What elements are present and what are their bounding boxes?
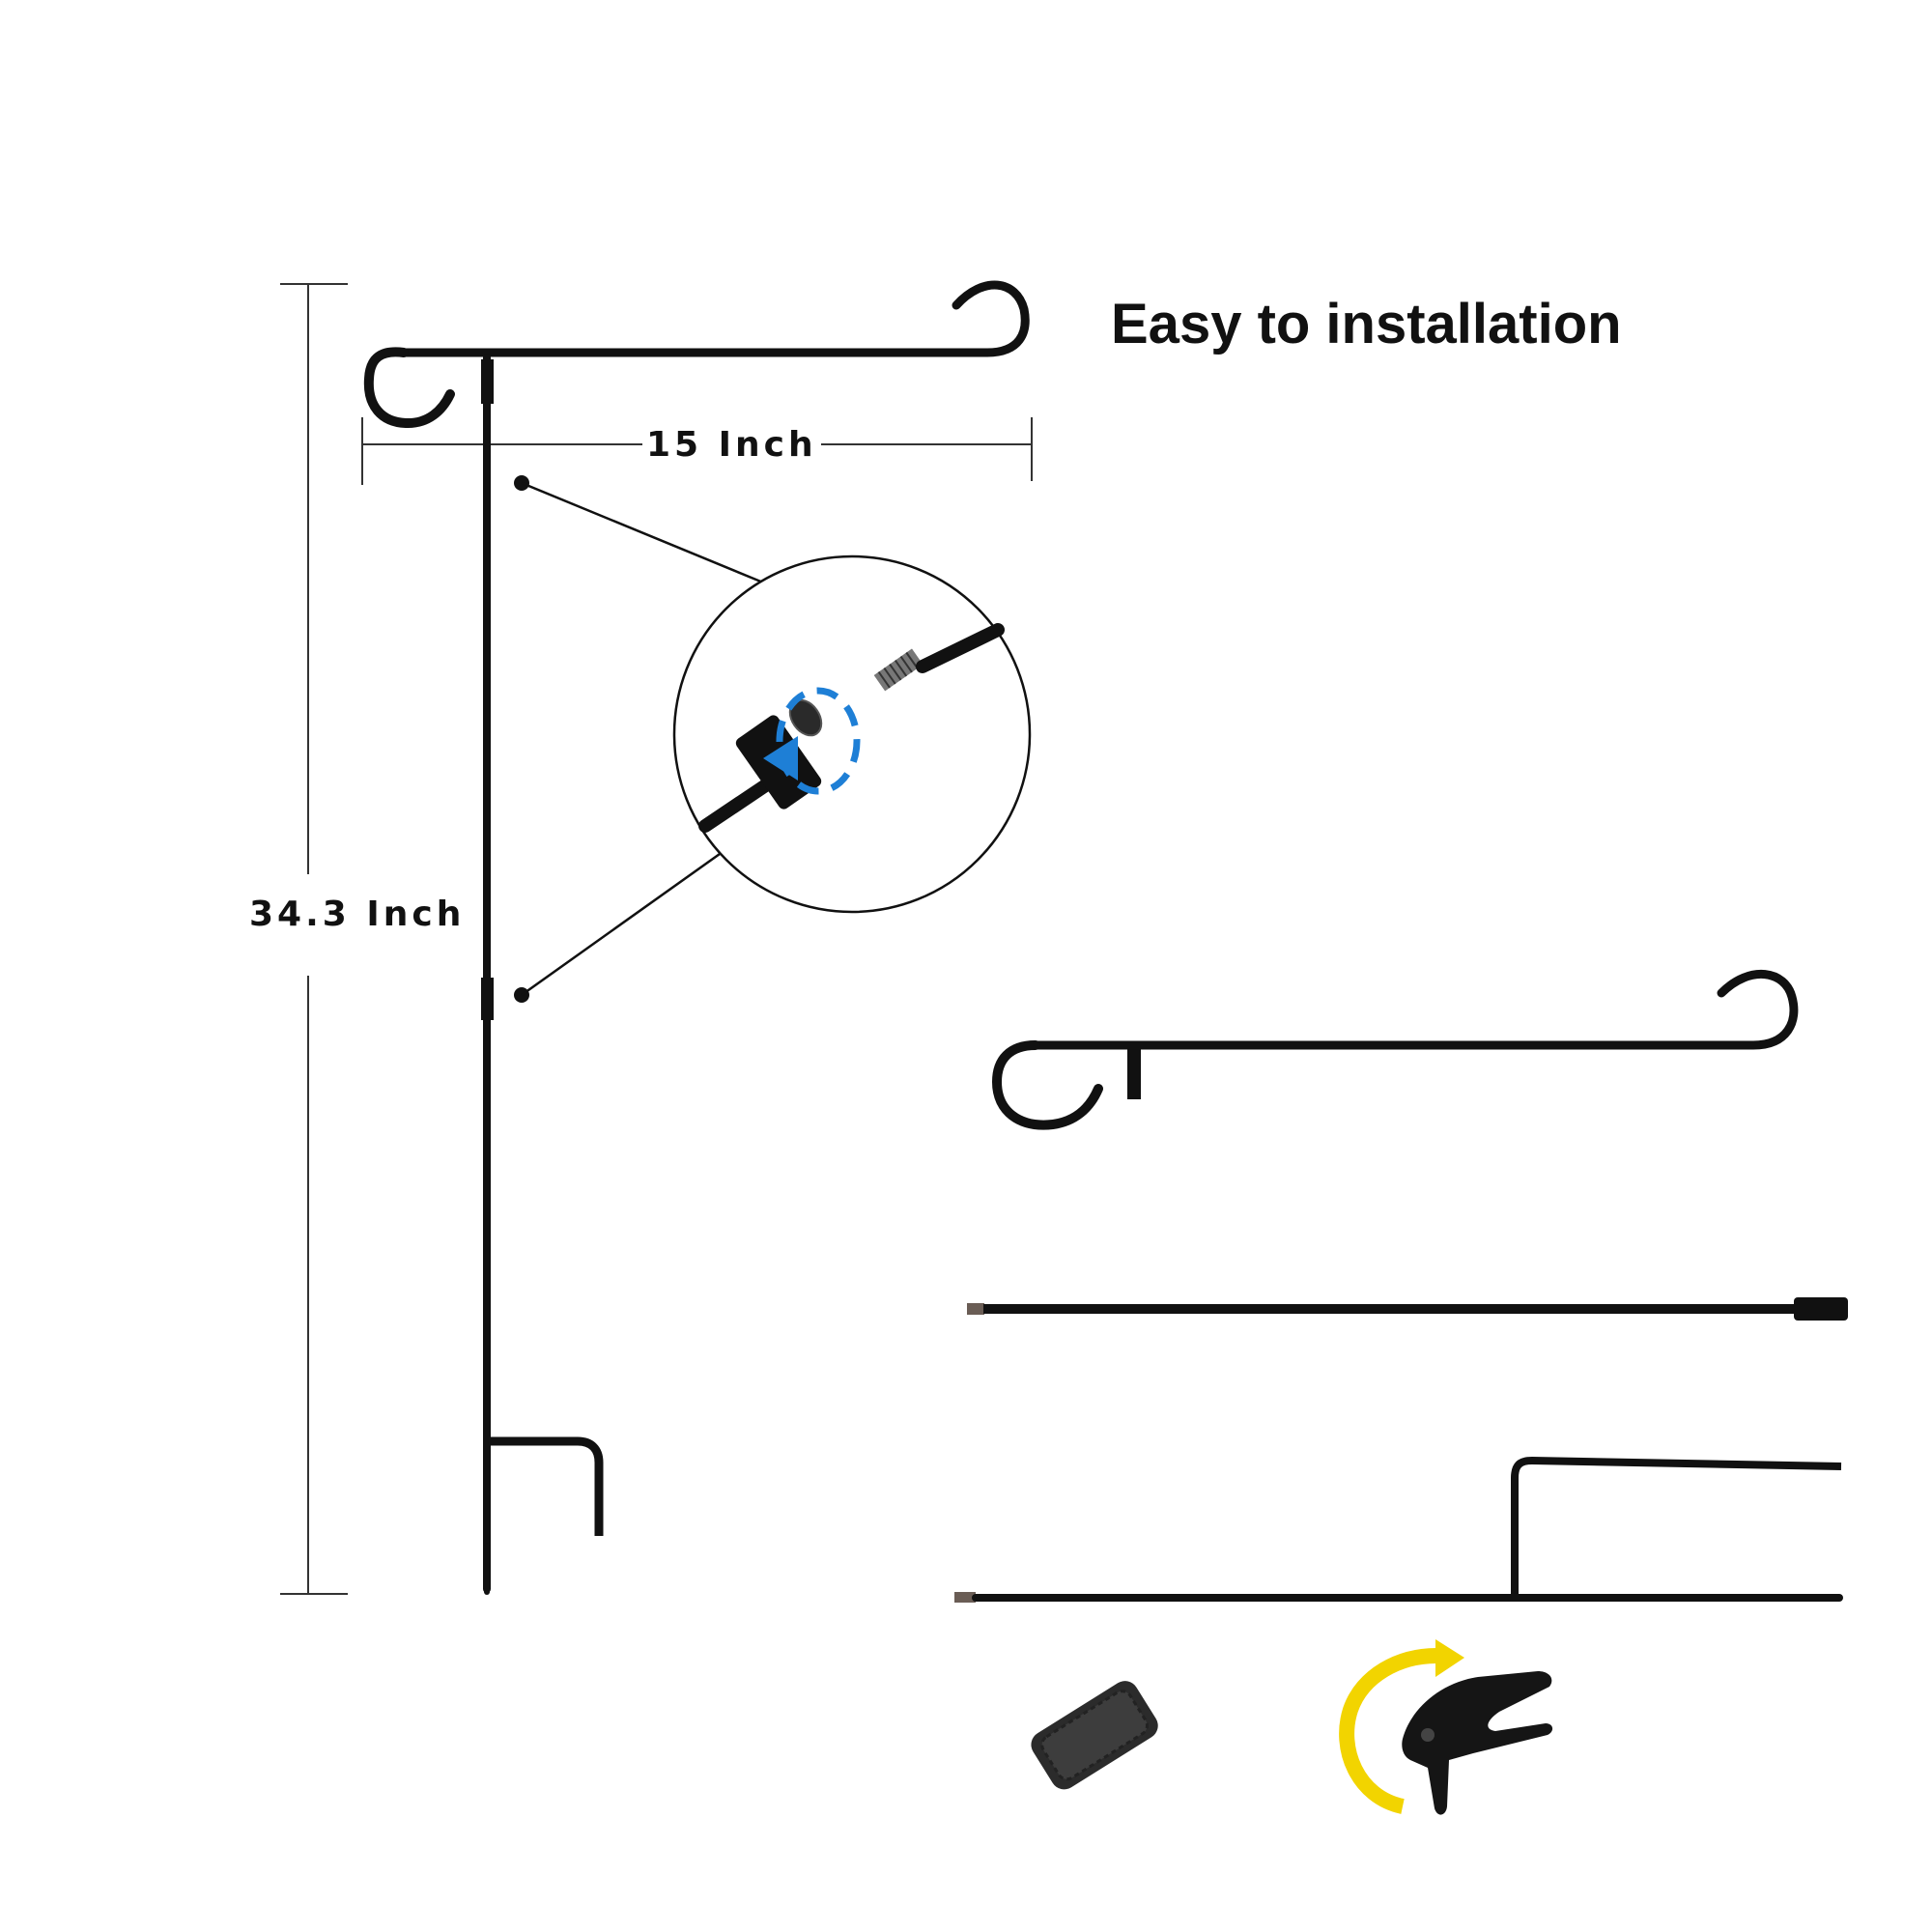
part-bottom-stake-thread [954,1592,976,1603]
wind-clip-pivot [1421,1728,1435,1742]
assembled-stake-step [491,1436,604,1536]
height-dimension-label: 34.3 Inch [249,895,466,934]
rubber-stopper-texture [1040,1690,1149,1781]
width-dimension-label: 15 Inch [642,425,821,465]
rubber-stopper [1031,1681,1158,1790]
rotation-indicator [776,687,861,795]
wind-clip-body [1402,1671,1553,1815]
assembled-left-hook [363,347,455,428]
part-top-arm-bar [1031,969,1799,1050]
part-top-arm-stub [1127,1049,1141,1099]
rotation-arrow-icon [763,736,798,781]
part-bottom-stake [954,1456,1843,1603]
zoom-callout [514,475,1032,1003]
twist-arrow-icon [1339,1647,1440,1814]
callout-line-bottom [521,852,721,997]
callout-line-top [521,481,764,584]
assembled-stand [363,280,1030,1595]
part-top-arm [991,969,1799,1130]
part-top-arm-left-hook [991,1040,1103,1130]
part-middle-pole-thread [967,1303,984,1315]
assembled-top-arm [399,280,1030,357]
detail-upper-rod [916,623,1005,673]
height-dimension [280,283,348,1595]
part-bottom-stake-step [1511,1456,1842,1596]
page-headline: Easy to installation [1111,293,1622,355]
pole-top-connector [481,359,494,404]
zoom-circle [672,554,1032,914]
wind-clip [1339,1639,1553,1815]
threaded-end [873,648,923,692]
twist-arrow-head [1435,1639,1464,1677]
threaded-connector-detail [698,623,1005,833]
part-middle-pole [967,1297,1848,1321]
part-middle-pole-sleeve [1794,1297,1848,1321]
pole-mid-connector [481,978,494,1020]
detail-lower-rod [698,774,780,833]
